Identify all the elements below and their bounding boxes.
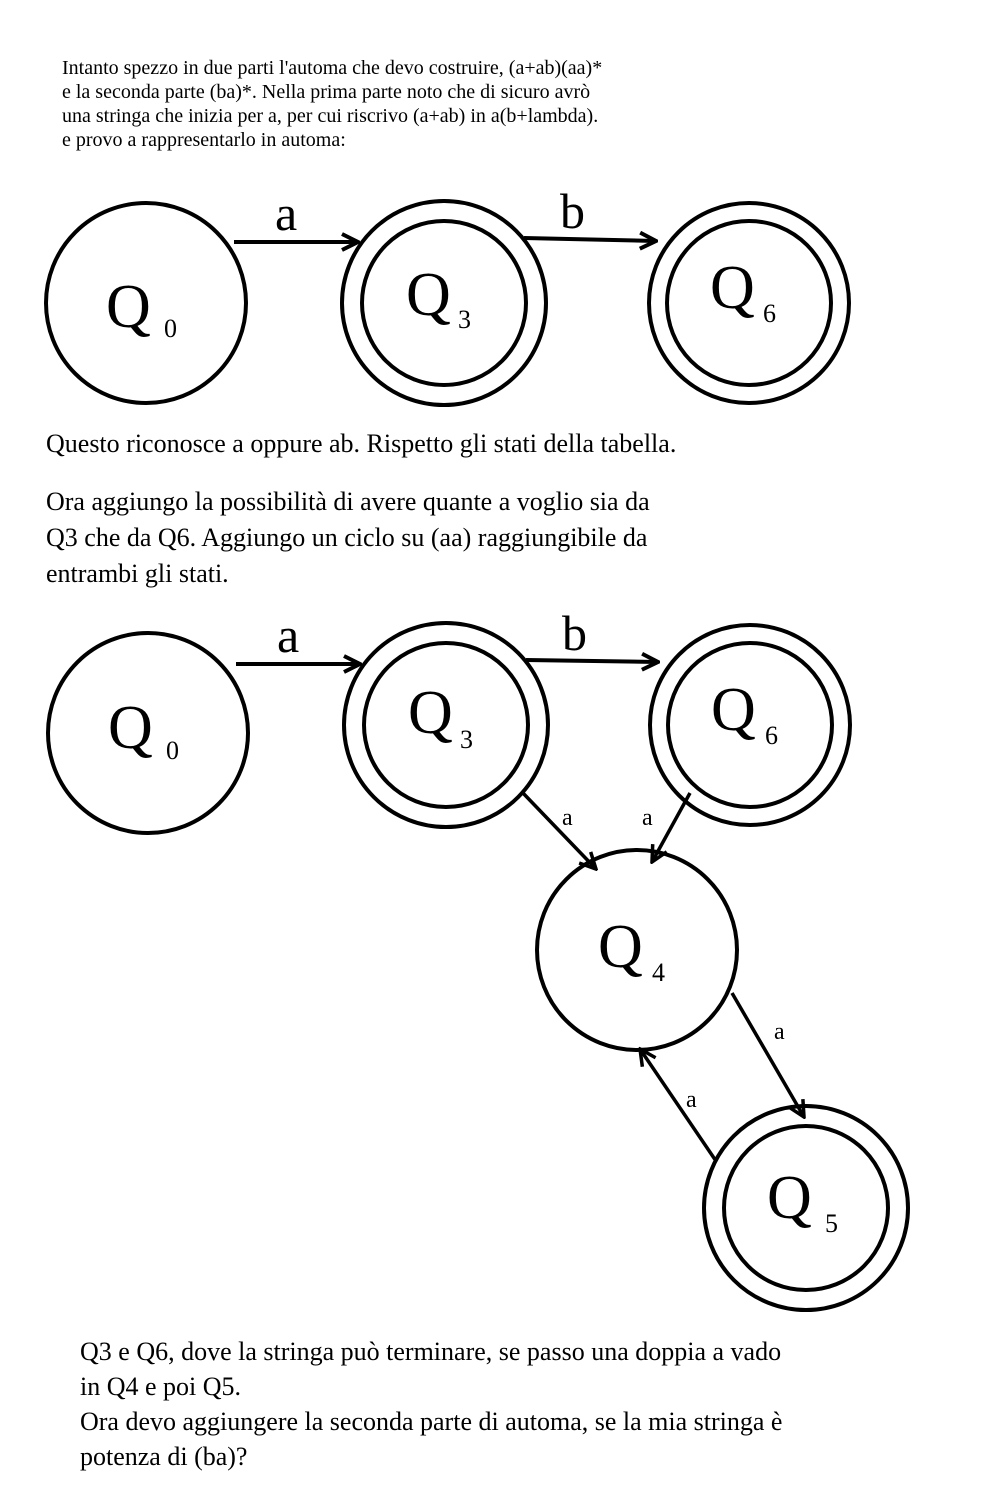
note-line: Ora aggiungo la possibilità di avere qua… [46, 487, 650, 516]
intro-line: Intanto spezzo in due parti l'automa che… [62, 57, 603, 79]
automaton-diagram-2: Q 0 Q 3 Q 6 Q 4 Q 5 a b a [46, 605, 910, 1312]
edge-q6-q4: a [642, 792, 692, 862]
state-q0: Q 0 [46, 631, 250, 835]
edge-label: a [275, 185, 297, 241]
state-subscript: 5 [825, 1209, 838, 1238]
edge-q0-q3: a [234, 185, 358, 242]
edge-q3-q6: b [525, 605, 658, 662]
state-subscript: 0 [164, 314, 177, 343]
note-paragraph-1: Questo riconosce a oppure ab. Rispetto g… [46, 429, 677, 458]
state-subscript: 6 [765, 721, 778, 750]
automaton-diagram-1: Q 0 Q 3 Q 6 a b [44, 183, 851, 407]
state-q5: Q 5 [702, 1104, 910, 1312]
state-label: Q [598, 913, 643, 981]
state-subscript: 4 [652, 958, 665, 987]
state-circle [46, 631, 250, 835]
conclusion-paragraph: Q3 e Q6, dove la stringa può terminare, … [80, 1334, 980, 1474]
edge-arrow [520, 790, 596, 869]
state-outer-circle [340, 199, 548, 407]
state-label: Q [108, 694, 153, 762]
state-subscript: 3 [458, 305, 471, 334]
edge-label: b [562, 605, 587, 661]
state-q3: Q 3 [340, 199, 548, 407]
intro-line: una stringa che inizia per a, per cui ri… [62, 105, 599, 127]
state-inner-circle [722, 1124, 890, 1292]
state-outer-circle [647, 201, 851, 405]
edge-q3-q4: a [520, 790, 596, 869]
state-subscript: 6 [763, 299, 776, 328]
state-label: Q [711, 676, 756, 744]
edge-arrow [525, 660, 658, 662]
state-outer-circle [648, 623, 852, 827]
state-inner-circle [362, 641, 530, 809]
edge-q4-q5: a [730, 992, 804, 1117]
state-inner-circle [360, 219, 528, 387]
edge-arrow [523, 238, 656, 241]
note-line: Q3 che da Q6. Aggiungo un ciclo su (aa) … [46, 523, 648, 552]
state-outer-circle [702, 1104, 910, 1312]
state-label: Q [710, 254, 755, 322]
note-paragraph-2: Ora aggiungo la possibilità di avere qua… [46, 484, 946, 592]
state-inner-circle [666, 641, 834, 809]
edge-label: a [642, 805, 653, 831]
note-line: entrambi gli stati. [46, 559, 229, 588]
edge-q0-q3: a [236, 607, 360, 664]
edge-label: a [686, 1087, 697, 1113]
state-inner-circle [665, 219, 833, 387]
intro-paragraph: Intanto spezzo in due parti l'automa che… [62, 56, 962, 152]
edge-label: a [562, 805, 573, 831]
state-q4: Q 4 [535, 848, 739, 1052]
state-label: Q [406, 261, 451, 329]
state-q6: Q 6 [647, 201, 851, 405]
conclusion-line: in Q4 e poi Q5. [80, 1372, 242, 1401]
state-circle [535, 848, 739, 1052]
edge-label: a [774, 1019, 785, 1045]
state-circle [44, 201, 248, 405]
state-label: Q [408, 679, 453, 747]
state-subscript: 3 [460, 725, 473, 754]
conclusion-line: Ora devo aggiungere la seconda parte di … [80, 1407, 783, 1436]
conclusion-line: Q3 e Q6, dove la stringa può terminare, … [80, 1337, 782, 1366]
edge-arrow [652, 792, 692, 862]
state-label: Q [767, 1164, 812, 1232]
state-q3: Q 3 [342, 621, 550, 829]
edge-arrow [730, 992, 804, 1117]
state-label: Q [106, 273, 151, 341]
state-q6: Q 6 [648, 623, 852, 827]
state-subscript: 0 [166, 736, 179, 765]
intro-line: e la seconda parte (ba)*. Nella prima pa… [62, 81, 591, 103]
edge-arrow [640, 1049, 718, 1162]
state-q0: Q 0 [44, 201, 248, 405]
edge-label: b [560, 183, 585, 239]
conclusion-line: potenza di (ba)? [80, 1442, 248, 1471]
intro-line: e provo a rappresentarlo in automa: [62, 129, 346, 151]
edge-q3-q6: b [523, 183, 656, 241]
edge-label: a [277, 607, 299, 663]
state-outer-circle [342, 621, 550, 829]
edge-q5-q4: a [640, 1049, 718, 1162]
